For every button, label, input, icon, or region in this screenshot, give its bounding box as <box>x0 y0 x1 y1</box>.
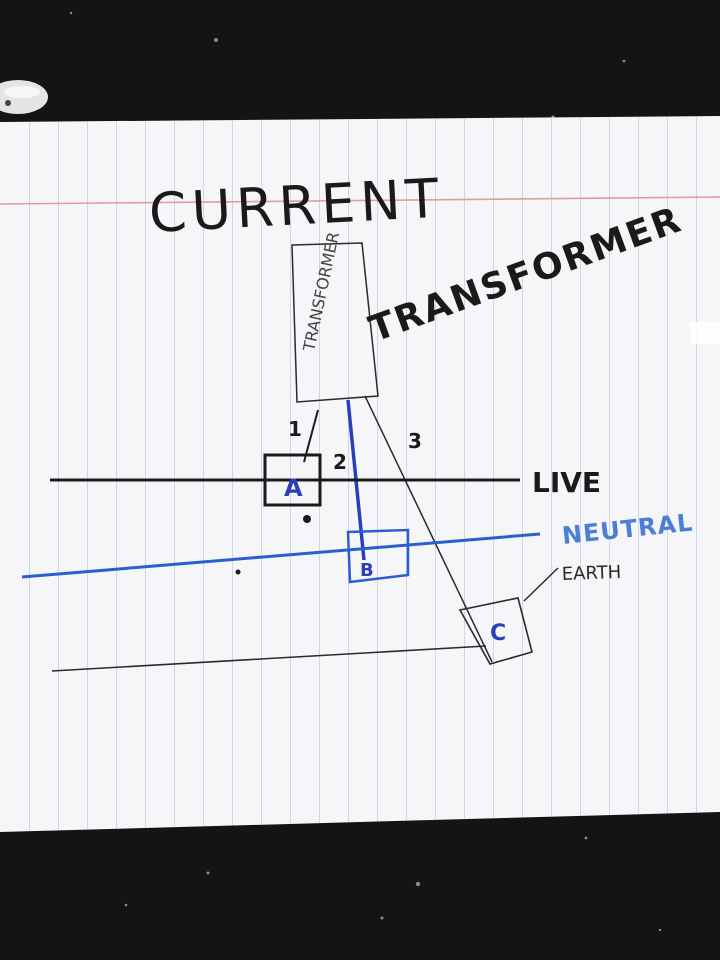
wire-1 <box>303 409 319 463</box>
neutral-line <box>21 532 541 579</box>
earth-label: EARTH <box>561 562 621 585</box>
wire-3 <box>364 395 493 663</box>
junction-c-box <box>458 597 533 665</box>
wire-number-1: 1 <box>288 417 302 441</box>
pen-cap <box>0 80 48 114</box>
wire-number-3: 3 <box>408 429 422 453</box>
table-specks <box>69 11 662 932</box>
junction-c-label: C <box>490 621 506 646</box>
wire-number-2: 2 <box>333 450 347 474</box>
live-label: LIVE <box>532 466 601 499</box>
paper-sheet <box>0 116 720 832</box>
junction-b-box <box>346 528 410 584</box>
earth-line <box>51 645 487 672</box>
junction-b-label: B <box>360 560 374 581</box>
junction-a-label: A <box>284 474 303 502</box>
diagram-title: CURRENT <box>147 167 445 245</box>
margin-line <box>0 196 720 205</box>
earth-pointer <box>523 567 559 602</box>
junction-a-box <box>263 453 322 523</box>
